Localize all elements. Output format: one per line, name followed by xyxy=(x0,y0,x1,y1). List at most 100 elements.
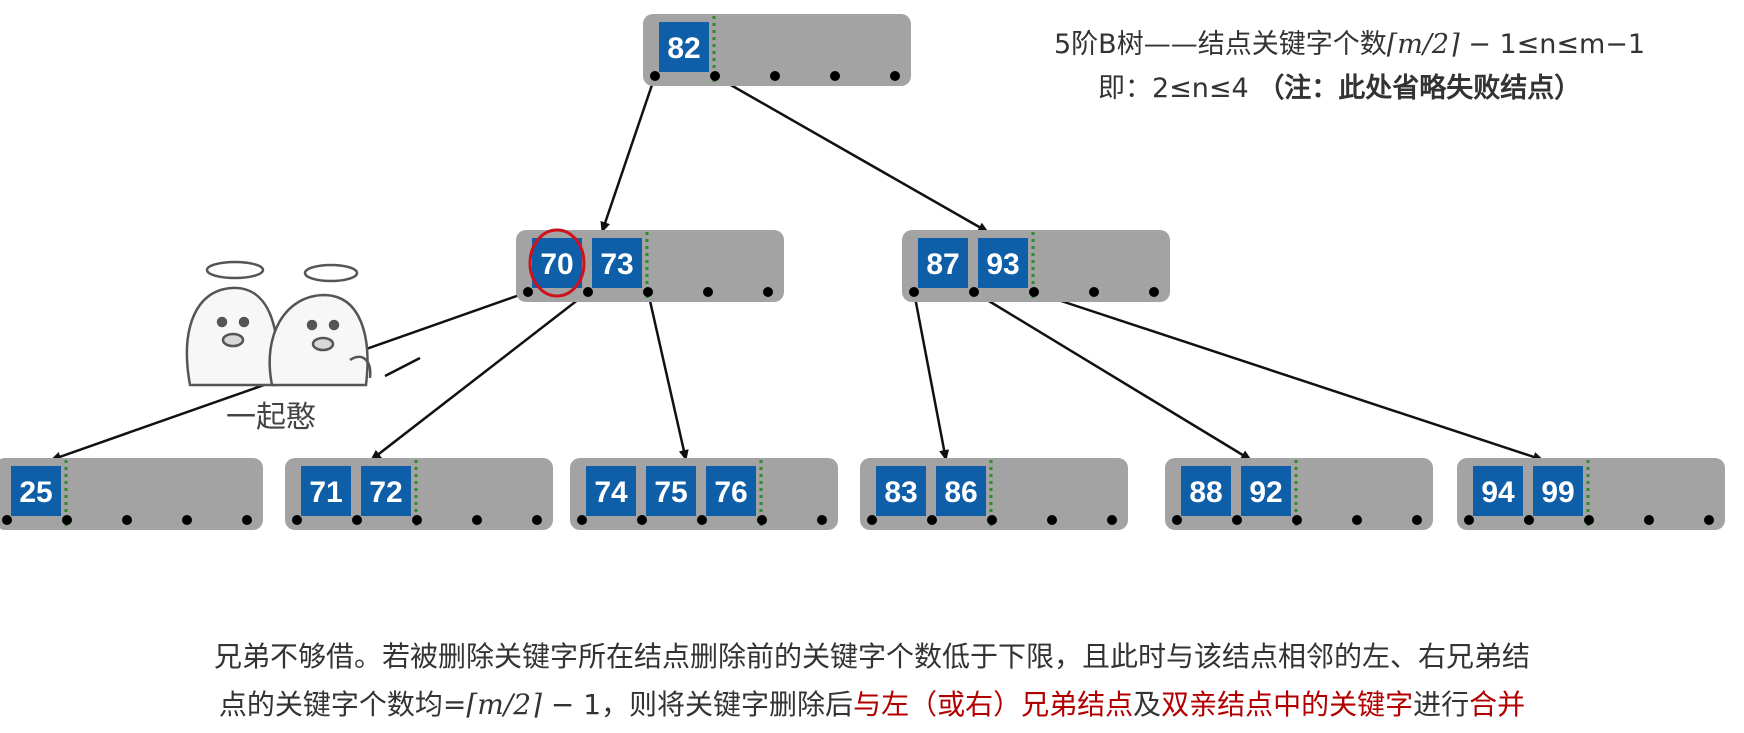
key-box xyxy=(978,238,1028,288)
node-body xyxy=(1165,458,1433,530)
pointer-dot xyxy=(1047,515,1057,525)
caption-line-1-text: 兄弟不够借。若被删除关键字所在结点删除前的关键字个数低于下限，且此时与该结点相邻… xyxy=(213,640,1530,673)
key-box xyxy=(918,238,968,288)
pointer-dot xyxy=(472,515,482,525)
key-label: 93 xyxy=(986,248,1019,281)
key-label: 86 xyxy=(944,476,977,509)
btree-node-root: 82 xyxy=(643,14,911,86)
halo-right-icon xyxy=(303,263,359,283)
node-body xyxy=(570,458,838,530)
key-box xyxy=(936,466,986,516)
node-body xyxy=(902,230,1170,302)
highlight-circle xyxy=(528,228,586,298)
pointer-dot xyxy=(1029,287,1039,297)
pointer-dot xyxy=(969,287,979,297)
edge-l1-right-to-leaf-4 xyxy=(912,291,950,461)
caption-line-2-red1: 与左（或右）兄弟结点 xyxy=(853,688,1134,721)
pointer-dot xyxy=(182,515,192,525)
meme-pointer-line xyxy=(384,356,421,378)
pointer-dot xyxy=(2,515,12,525)
pointer-dot xyxy=(710,71,720,81)
node-body xyxy=(643,14,911,86)
pointer-dot xyxy=(770,71,780,81)
btree-node-leaf-5: 88 92 xyxy=(1165,458,1433,530)
pointer-dot xyxy=(830,71,840,81)
caption-line-1: 兄弟不够借。若被删除关键字所在结点删除前的关键字个数低于下限，且此时与该结点相邻… xyxy=(0,635,1744,675)
note-line-2-bold: （注：此处省略失败结点） xyxy=(1257,73,1582,104)
key-box xyxy=(1241,466,1291,516)
key-label: 99 xyxy=(1541,476,1574,509)
edge-l1-left-to-leaf-2 xyxy=(370,291,589,461)
pointer-dot xyxy=(817,515,827,525)
pointer-dot xyxy=(1172,515,1182,525)
key-box xyxy=(706,466,756,516)
key-label: 92 xyxy=(1249,476,1282,509)
note-line-1-suffix: − 1≤n≤m−1 xyxy=(1459,29,1646,60)
edge-l1-right-to-leaf-5 xyxy=(973,290,1252,462)
pointer-dot xyxy=(1292,515,1302,525)
pointer-dot xyxy=(1232,515,1242,525)
key-label: 74 xyxy=(594,476,628,509)
pointer-dot xyxy=(412,515,422,525)
edge-l1-right-to-leaf-6 xyxy=(1033,290,1544,462)
key-label: 73 xyxy=(600,248,633,281)
pointer-dot xyxy=(1107,515,1117,525)
pointer-dot xyxy=(242,515,252,525)
pointer-dot xyxy=(1352,515,1362,525)
btree-node-l1-right: 87 93 xyxy=(902,230,1170,302)
pointer-dot xyxy=(650,71,660,81)
b-tree-note-line-1: 5阶B树——结点关键字个数⌈m/2⌉ − 1≤n≤m−1 xyxy=(1054,22,1645,61)
pointer-dot xyxy=(1412,515,1422,525)
pointer-dot xyxy=(763,287,773,297)
pointer-dot xyxy=(867,515,877,525)
pointer-dot xyxy=(532,515,542,525)
pointer-dot xyxy=(890,71,900,81)
pointer-dot xyxy=(987,515,997,525)
pointer-dot xyxy=(577,515,587,525)
node-body xyxy=(1457,458,1725,530)
caption-line-2-d: 进行 xyxy=(1413,688,1470,721)
pointer-dot xyxy=(1524,515,1534,525)
key-box xyxy=(876,466,926,516)
key-label: 88 xyxy=(1189,476,1222,509)
key-label: 72 xyxy=(369,476,402,509)
edge-root-to-l1-left xyxy=(600,75,657,233)
key-box xyxy=(532,238,582,288)
key-label: 87 xyxy=(926,248,959,281)
caption-line-2: 点的关键字个数均=⌈m/2⌉ − 1，则将关键字删除后与左（或右）兄弟结点及双亲… xyxy=(0,683,1744,723)
key-label: 82 xyxy=(667,32,700,65)
note-line-1-prefix: 5阶B树——结点关键字个数 xyxy=(1054,29,1387,60)
pointer-dot xyxy=(1584,515,1594,525)
btree-node-l1-left: 70 73 xyxy=(516,230,784,302)
pointer-dot xyxy=(927,515,937,525)
node-body xyxy=(860,458,1128,530)
btree-node-leaf-1: 25 xyxy=(0,458,263,530)
key-label: 75 xyxy=(654,476,687,509)
caption-line-2-red2: 双亲结点中的关键字 xyxy=(1161,688,1414,721)
pointer-dot xyxy=(1704,515,1714,525)
caption-line-2-ceil: ⌈m/2⌉ xyxy=(466,688,542,721)
edge-root-to-l1-right xyxy=(714,74,989,234)
pointer-dot xyxy=(909,287,919,297)
node-body xyxy=(516,230,784,302)
pointer-dot xyxy=(703,287,713,297)
pointer-dot xyxy=(637,515,647,525)
pointer-dot xyxy=(292,515,302,525)
key-box xyxy=(1533,466,1583,516)
key-label: 70 xyxy=(540,248,573,281)
pointer-dot xyxy=(643,287,653,297)
pointer-dot xyxy=(757,515,767,525)
key-box xyxy=(11,466,61,516)
note-line-2-plain: 即：2≤n≤4 xyxy=(1098,73,1258,104)
meme-label: 一起憨 xyxy=(226,400,316,435)
key-box xyxy=(646,466,696,516)
pointer-dot xyxy=(1149,287,1159,297)
pointer-dot xyxy=(122,515,132,525)
b-tree-note-line-2: 即：2≤n≤4 （注：此处省略失败结点） xyxy=(1098,66,1581,105)
